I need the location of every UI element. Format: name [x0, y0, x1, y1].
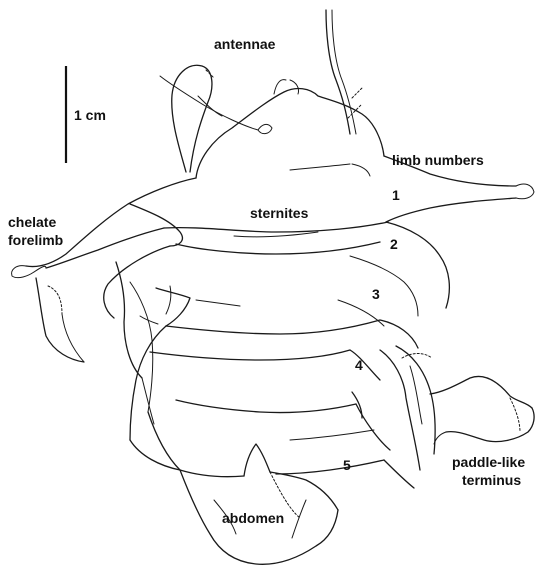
limb-numbers-label: limb numbers — [392, 152, 484, 168]
chelate-forelimb-label-line1: chelate — [8, 214, 56, 230]
antenna-right — [326, 10, 350, 134]
limb-number-4: 4 — [355, 357, 363, 373]
limb-number-1: 1 — [392, 187, 400, 203]
limb-number-2: 2 — [390, 236, 398, 252]
limb-number-5: 5 — [343, 457, 351, 473]
scale-bar-label: 1 cm — [74, 107, 106, 123]
paddle-terminus-label-line1: paddle-like — [452, 454, 525, 470]
sternites-label: sternites — [250, 205, 308, 221]
chelate-forelimb-label-line2: forelimb — [8, 232, 63, 248]
antenna-left — [172, 65, 212, 172]
abdomen-outline — [244, 444, 270, 476]
abdomen-label: abdomen — [222, 510, 284, 526]
limb-number-3: 3 — [372, 286, 380, 302]
paddle-terminus — [430, 376, 532, 408]
antennae-label: antennae — [214, 36, 275, 52]
paddle-terminus-label-line2: terminus — [462, 472, 521, 488]
